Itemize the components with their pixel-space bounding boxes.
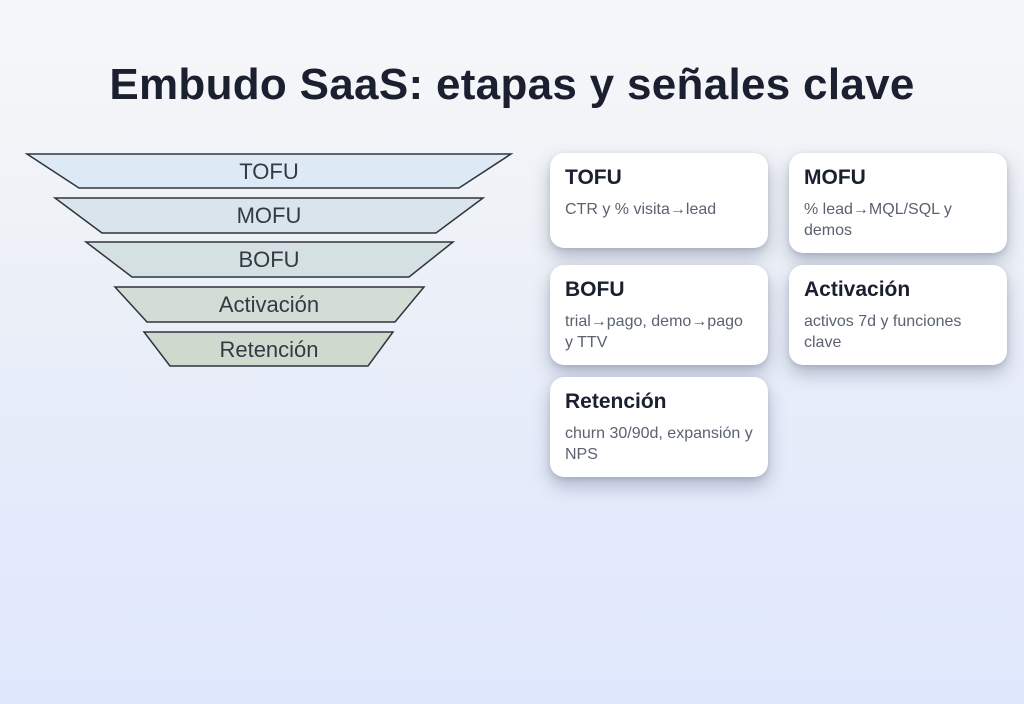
card-mofu-title: MOFU: [804, 166, 866, 189]
card-retencion-title: Retención: [565, 390, 667, 413]
funnel-stage-activacion: [113, 286, 426, 323]
card-retencion-description: churn 30/90d, expansión y NPS: [565, 425, 753, 463]
funnel-diagram: TOFU MOFU BOFU Activación Retención: [24, 153, 514, 367]
funnel-stage-bofu: [83, 241, 456, 278]
card-tofu: TOFU CTR y % visita→lead: [550, 153, 768, 248]
funnel-label-bofu: BOFU: [238, 247, 299, 272]
funnel-label-activacion: Activación: [219, 292, 319, 317]
card-tofu-description: CTR y % visita→lead: [565, 201, 717, 218]
funnel-label-mofu: MOFU: [237, 203, 302, 228]
card-bofu: BOFU trial→pago, demo→pago y TTV: [550, 265, 768, 365]
card-tofu-title: TOFU: [565, 166, 622, 189]
funnel-stage-retencion: [142, 331, 395, 367]
funnel-stage-tofu: [24, 153, 514, 189]
card-mofu-description: % lead→MQL/SQL y demos: [804, 201, 952, 239]
card-activacion-description: activos 7d y funciones clave: [804, 313, 962, 351]
funnel-label-retencion: Retención: [219, 337, 318, 362]
card-retencion: Retención churn 30/90d, expansión y NPS: [550, 377, 768, 477]
page-title: Embudo SaaS: etapas y señales clave: [109, 60, 915, 109]
card-activacion: Activación activos 7d y funciones clave: [789, 265, 1007, 365]
card-activacion-title: Activación: [804, 278, 911, 301]
card-bofu-description: trial→pago, demo→pago y TTV: [565, 313, 743, 351]
card-mofu: MOFU % lead→MQL/SQL y demos: [789, 153, 1007, 253]
funnel-label-tofu: TOFU: [239, 159, 298, 184]
card-bofu-title: BOFU: [565, 278, 625, 301]
funnel-stage-mofu: [52, 197, 486, 234]
